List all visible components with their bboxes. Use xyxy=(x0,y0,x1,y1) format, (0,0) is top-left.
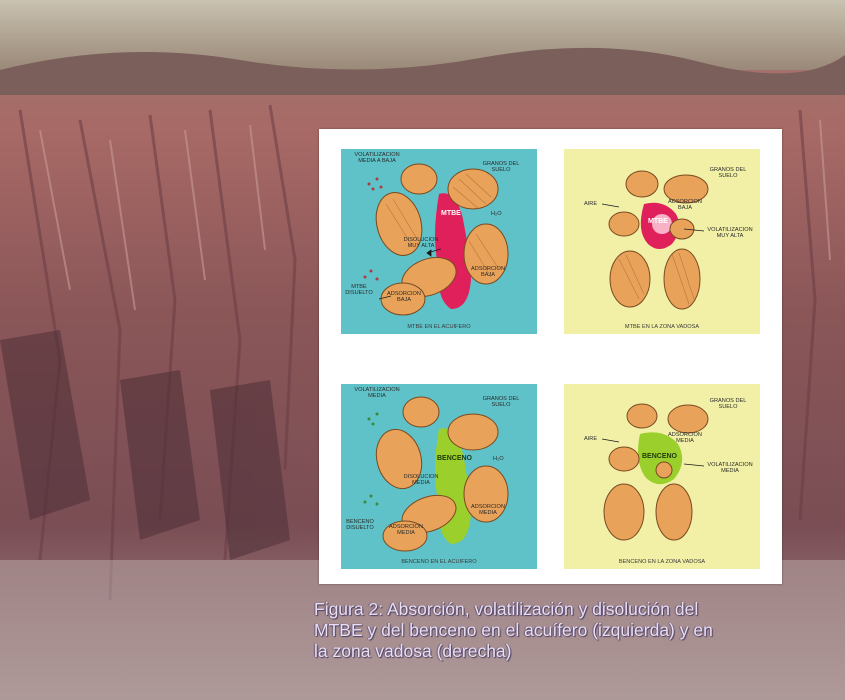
label-plume: MTBE xyxy=(648,219,668,225)
panel-caption: BENCENO EN LA ZONA VADOSA xyxy=(564,559,760,565)
panel-mtbe-vadose: GRANOS DEL SUELO AIRE ADSORCION BAJA MTB… xyxy=(564,149,760,334)
grains-line-2: SUELO xyxy=(477,167,525,173)
label-volatilization: VOLATILIZACION MEDIA xyxy=(702,462,758,475)
panel-benzene-aquifer: VOLATILIZACION MEDIA GRANOS DEL SUELO BE… xyxy=(341,384,537,569)
label-grains: GRANOS DEL SUELO xyxy=(704,398,752,411)
volatilization-line-2: MUY ALTA xyxy=(702,233,758,239)
figure-panel: VOLATILIZACION MEDIA A BAJA GRANOS DEL S… xyxy=(319,129,782,584)
volatilization-line-2: MEDIA xyxy=(702,468,758,474)
adsorption-right-line-2: BAJA xyxy=(471,272,505,278)
label-plume: BENCENO xyxy=(642,454,677,460)
label-volatilization: VOLATILIZACION MEDIA A BAJA xyxy=(347,152,407,165)
label-adsorption-right: ADSORCION BAJA xyxy=(471,266,505,279)
label-adsorption-right: ADSORCION MEDIA xyxy=(471,504,505,517)
label-water: H₂O xyxy=(493,456,504,462)
caption-line-1: Figura 2: Absorción, volatilización y di… xyxy=(314,599,784,620)
label-volatilization: VOLATILIZACION MEDIA xyxy=(347,387,407,400)
adsorption-line-2: MEDIA xyxy=(668,438,702,444)
label-adsorption: ADSORCION MEDIA xyxy=(668,432,702,445)
label-dissolution: DISOLUCION MUY ALTA xyxy=(401,237,441,250)
dissolved-line-2: DISUELTO xyxy=(343,290,375,296)
label-grains: GRANOS DEL SUELO xyxy=(477,396,525,409)
caption-line-2: MTBE y del benceno en el acuífero (izqui… xyxy=(314,620,784,641)
adsorption-line-2: BAJA xyxy=(668,205,702,211)
label-dissolution: DISOLUCION MEDIA xyxy=(401,474,441,487)
dissolution-line-2: MUY ALTA xyxy=(401,243,441,249)
volatilization-line-2: MEDIA xyxy=(347,393,407,399)
label-water: H₂O xyxy=(491,211,502,217)
label-dissolved: BENCENO DISUELTO xyxy=(343,519,377,532)
label-adsorption: ADSORCION BAJA xyxy=(668,199,702,212)
label-dissolved: MTBE DISUELTO xyxy=(343,284,375,297)
grains-line-2: SUELO xyxy=(477,402,525,408)
label-plume: MTBE xyxy=(441,211,461,217)
grains-line-2: SUELO xyxy=(704,404,752,410)
volatilization-line-2: MEDIA A BAJA xyxy=(347,158,407,164)
label-adsorption-left: ADSORCION BAJA xyxy=(387,291,421,304)
adsorption-left-line-2: MEDIA xyxy=(389,530,423,536)
dissolution-line-2: MEDIA xyxy=(401,480,441,486)
caption-line-3: la zona vadosa (derecha) xyxy=(314,641,784,662)
panel-caption: MTBE EN EL ACUIFERO xyxy=(341,324,537,330)
label-air: AIRE xyxy=(584,436,597,442)
panel-caption: MTBE EN LA ZONA VADOSA xyxy=(564,324,760,330)
label-grains: GRANOS DEL SUELO xyxy=(477,161,525,174)
adsorption-left-line-2: BAJA xyxy=(387,297,421,303)
label-volatilization: VOLATILIZACION MUY ALTA xyxy=(702,227,758,240)
label-grains: GRANOS DEL SUELO xyxy=(704,167,752,180)
dissolved-line-2: DISUELTO xyxy=(343,525,377,531)
label-adsorption-left: ADSORCION MEDIA xyxy=(389,524,423,537)
grains-line-2: SUELO xyxy=(704,173,752,179)
vadose-diagram-benzene xyxy=(564,384,760,569)
panel-mtbe-aquifer: VOLATILIZACION MEDIA A BAJA GRANOS DEL S… xyxy=(341,149,537,334)
panel-caption: BENCENO EN EL ACUIFERO xyxy=(341,559,537,565)
label-plume: BENCENO xyxy=(437,456,472,462)
panel-benzene-vadose: GRANOS DEL SUELO AIRE ADSORCION MEDIA BE… xyxy=(564,384,760,569)
figure-caption: Figura 2: Absorción, volatilización y di… xyxy=(314,599,784,662)
adsorption-right-line-2: MEDIA xyxy=(471,510,505,516)
label-air: AIRE xyxy=(584,201,597,207)
